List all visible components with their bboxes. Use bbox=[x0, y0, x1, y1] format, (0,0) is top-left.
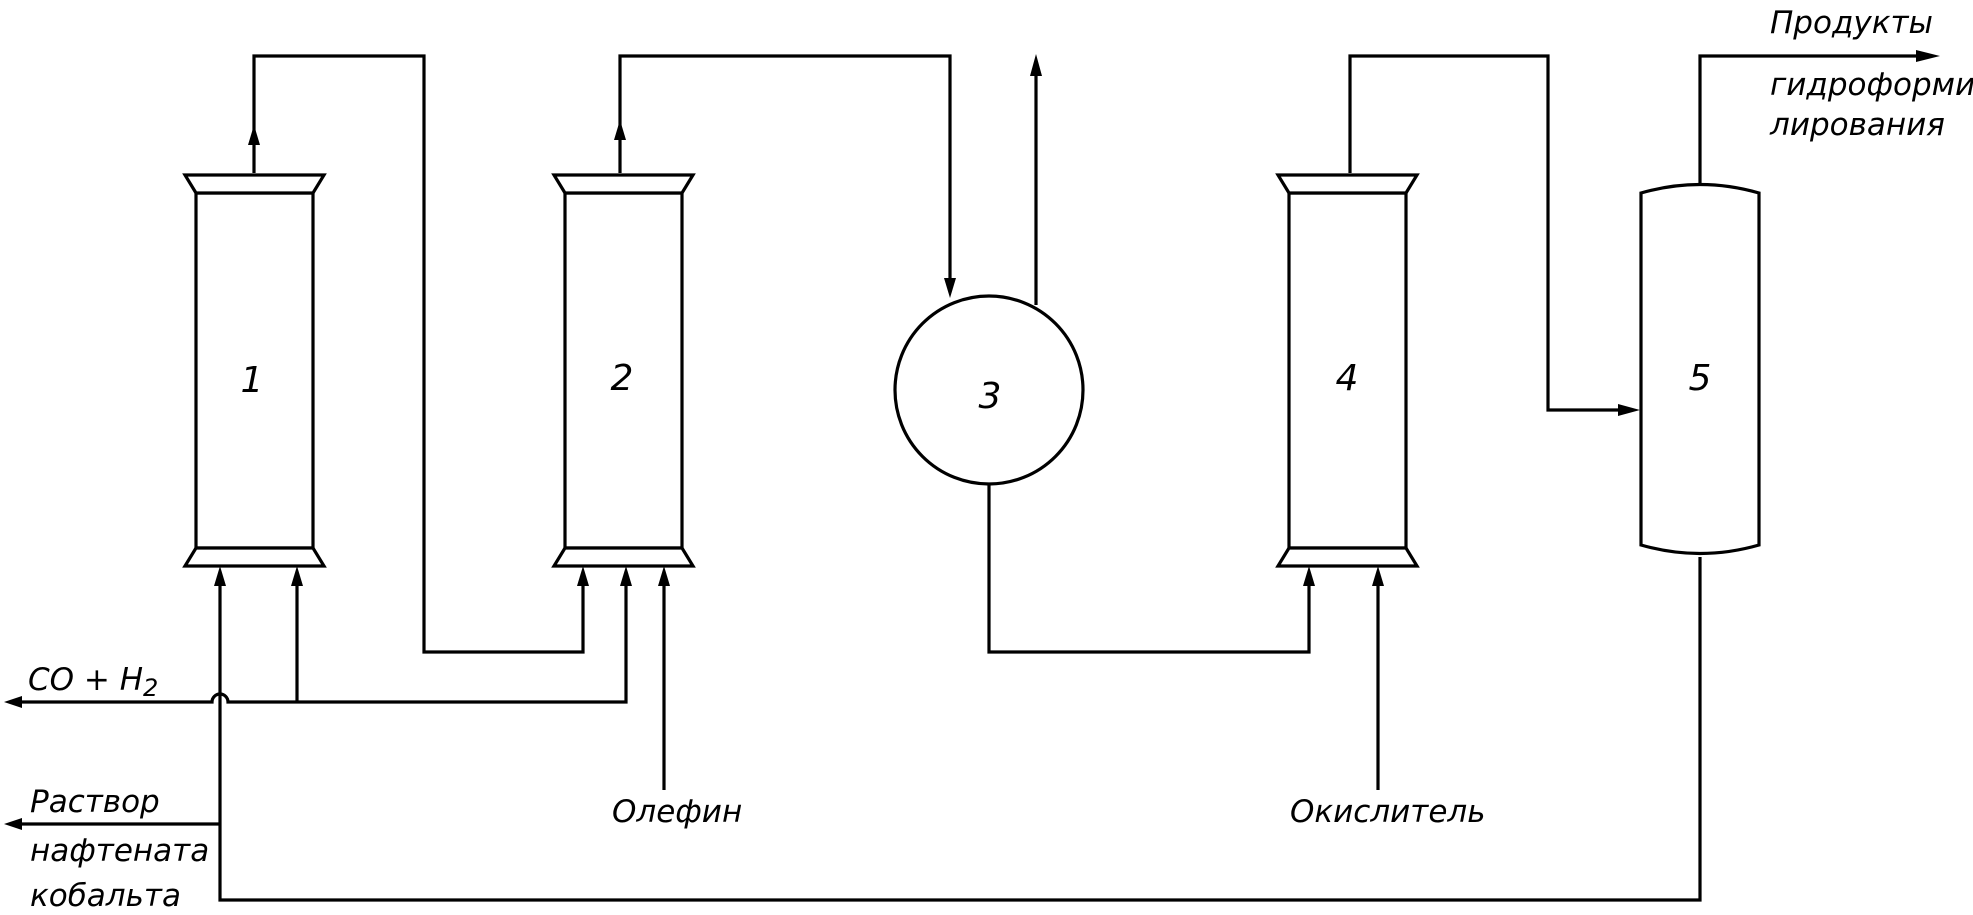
pipe-vessel5-recycle bbox=[218, 557, 1702, 902]
cobalt-label-line2: нафтената bbox=[30, 833, 209, 869]
arrow-col4-in-1-icon bbox=[1303, 566, 1315, 586]
arrow-vent-up-icon bbox=[1030, 54, 1042, 76]
products-label-line1: Продукты bbox=[1770, 5, 1933, 41]
pipe-col1-top-to-col2-bottom bbox=[252, 54, 585, 654]
vessel-5: 5 bbox=[1639, 182, 1761, 556]
arrow-col2-in-1-icon bbox=[577, 566, 589, 586]
arrow-sphere3-in-icon bbox=[944, 278, 956, 298]
arrow-col1-top-icon bbox=[248, 125, 260, 145]
cobalt-label-line1: Раствор bbox=[30, 784, 160, 820]
arrow-col2-in-2-icon bbox=[620, 566, 632, 586]
oxidant-label: Окислитель bbox=[1290, 794, 1486, 830]
arrow-col2-top-icon bbox=[614, 120, 626, 140]
sphere-3: 3 bbox=[893, 294, 1085, 486]
cobalt-label-line3: кобальта bbox=[30, 878, 181, 914]
arrow-products-out-icon bbox=[1916, 50, 1940, 62]
pipe-col2-top-to-sphere3 bbox=[618, 54, 952, 285]
arrow-col1-in-right-icon bbox=[291, 566, 303, 586]
pipe-vessel5-products bbox=[1698, 54, 1920, 187]
column-2-number: 2 bbox=[611, 358, 634, 399]
column-1: 1 bbox=[182, 173, 327, 568]
sphere-3-number: 3 bbox=[979, 376, 1002, 417]
olefin-label: Олефин bbox=[612, 794, 742, 830]
arrow-col2-in-3-icon bbox=[658, 566, 670, 586]
arrow-col1-in-left-icon bbox=[214, 566, 226, 586]
column-1-number: 1 bbox=[241, 360, 264, 401]
pipe-sphere3-to-col4-bottom bbox=[987, 484, 1311, 654]
column-4-number: 4 bbox=[1336, 358, 1359, 399]
syngas-label: CO + H2 bbox=[28, 662, 158, 702]
arrow-col4-in-2-icon bbox=[1372, 566, 1384, 586]
products-label-line2: гидроформи- bbox=[1770, 67, 1973, 103]
arrow-cobalt-tail-icon bbox=[4, 818, 22, 830]
pipe-col4-top-to-vessel5 bbox=[1348, 54, 1625, 412]
pipe-syngas-feed bbox=[20, 577, 628, 704]
arrow-syngas-tail-icon bbox=[4, 696, 22, 708]
arrow-vessel5-in-icon bbox=[1618, 404, 1640, 416]
column-4: 4 bbox=[1275, 173, 1420, 568]
column-2: 2 bbox=[551, 173, 696, 568]
products-label-line3: лирования bbox=[1769, 107, 1945, 143]
vessel-5-number: 5 bbox=[1689, 358, 1712, 399]
